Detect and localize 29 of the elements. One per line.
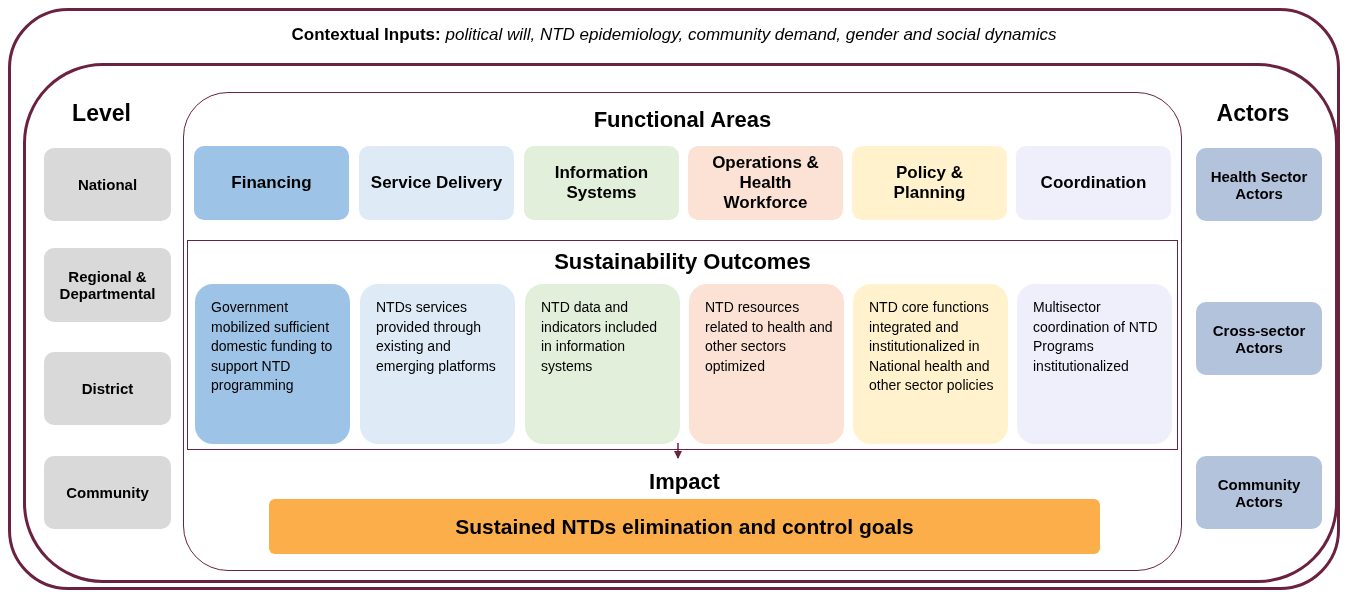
outcome-card: NTD resources related to health and other sectors optimized (689, 284, 844, 444)
context-heading: Contextual Inputs: political will, NTD epidemiology, community demand, gender and social dynamics (290, 25, 1058, 45)
outcome-card: Multisector coordination of NTD Programs institutionalized (1017, 284, 1172, 444)
level-card: Regional & Departmental (44, 248, 171, 322)
panel-frame (183, 92, 1182, 571)
outcome-card: NTD core functions integrated and institutionalized in National health and other sector policies (853, 284, 1008, 444)
column-heading: Level (71, 100, 132, 127)
level-card: Community (44, 456, 171, 529)
column-heading: Actors (1215, 100, 1291, 127)
level-card: District (44, 352, 171, 425)
area-card: Coordination (1016, 146, 1171, 220)
section-heading: Functional Areas (592, 107, 773, 133)
area-card: Financing (194, 146, 349, 220)
area-card: Operations & Health Workforce (688, 146, 843, 220)
actor-card: Health Sector Actors (1196, 148, 1322, 221)
outcome-card: Government mobilized sufficient domestic funding to support NTD programming (195, 284, 350, 444)
area-card: Information Systems (524, 146, 679, 220)
outcome-card: NTDs services provided through existing and emerging platforms (360, 284, 515, 444)
section-heading: Sustainability Outcomes (553, 249, 812, 275)
outcome-card: NTD data and indicators included in information systems (525, 284, 680, 444)
area-card: Service Delivery (359, 146, 514, 220)
arrow (674, 442, 682, 459)
area-card: Policy & Planning (852, 146, 1007, 220)
level-card: National (44, 148, 171, 221)
goal-banner: Sustained NTDs elimination and control goals (269, 499, 1100, 554)
actor-card: Community Actors (1196, 456, 1322, 529)
section-heading: Impact (648, 469, 721, 495)
panel-frame (187, 240, 1178, 450)
actor-card: Cross-sector Actors (1196, 302, 1322, 375)
